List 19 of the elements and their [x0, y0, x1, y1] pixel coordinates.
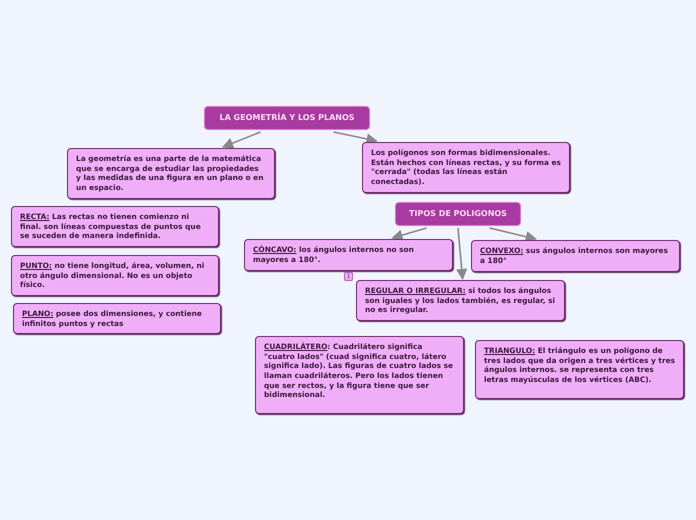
text-box — [475, 340, 684, 399]
text-box — [11, 206, 219, 247]
topic-box — [204, 106, 370, 130]
text-box — [255, 336, 464, 414]
arrow — [489, 227, 537, 242]
text-box — [244, 239, 453, 271]
topic-box — [395, 202, 521, 226]
text-box — [471, 240, 680, 272]
arrow — [391, 227, 427, 241]
node-text: LA GEOMETRÍA Y LOS PLANOS — [218, 113, 356, 124]
node-text: TIPOS DE POLIGONOS — [408, 209, 508, 220]
text-box — [13, 303, 221, 334]
text-box — [11, 255, 219, 296]
arrow — [222, 131, 261, 148]
text-box — [362, 142, 570, 192]
text-box — [67, 148, 275, 198]
arrow — [333, 131, 378, 144]
text-box — [356, 280, 565, 321]
arrow — [456, 228, 468, 280]
